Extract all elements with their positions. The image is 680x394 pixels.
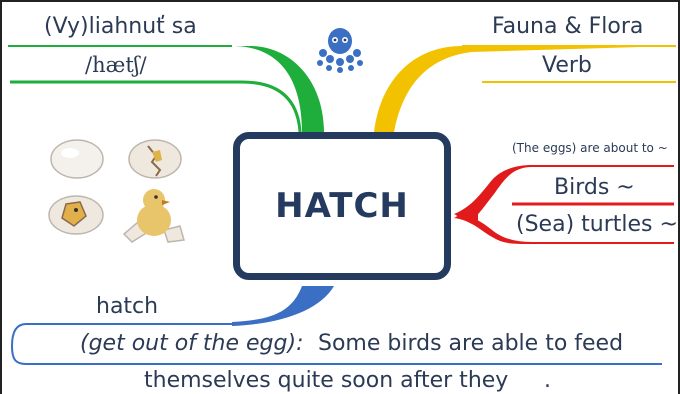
green-branch-2 bbox=[10, 80, 302, 133]
bottom-word: hatch bbox=[96, 294, 159, 319]
phonetic-label: /hætʃ/ bbox=[85, 53, 147, 77]
octopus-icon bbox=[317, 28, 363, 73]
usage-item-birds: Birds ~ bbox=[554, 175, 635, 200]
chick-hatched-icon bbox=[122, 189, 185, 243]
definition-label: (get out of the egg): bbox=[80, 331, 304, 356]
example-sentence-end: . bbox=[544, 368, 551, 393]
part-of-speech-label: Verb bbox=[542, 53, 592, 78]
blue-bracket bbox=[10, 323, 662, 365]
usage-item-turtles: (Sea) turtles ~ bbox=[516, 212, 678, 237]
central-word: HATCH bbox=[275, 186, 409, 226]
blue-branch bbox=[232, 286, 334, 326]
chick-breaking-shell-icon bbox=[48, 195, 104, 235]
red-arrow-tip bbox=[456, 205, 478, 227]
yellow-branch bbox=[374, 46, 674, 132]
central-word-box: HATCH bbox=[233, 132, 451, 280]
whole-egg-icon bbox=[50, 139, 104, 179]
example-sentence-line-2: themselves quite soon after they bbox=[144, 368, 509, 393]
cracking-egg-icon bbox=[128, 139, 182, 179]
usage-note: (The eggs) are about to ~ bbox=[512, 141, 668, 155]
example-sentence-line-1: Some birds are able to feed bbox=[318, 331, 624, 356]
category-label: Fauna & Flora bbox=[492, 14, 644, 39]
translation-label: (Vy)liahnuť sa bbox=[44, 14, 197, 39]
